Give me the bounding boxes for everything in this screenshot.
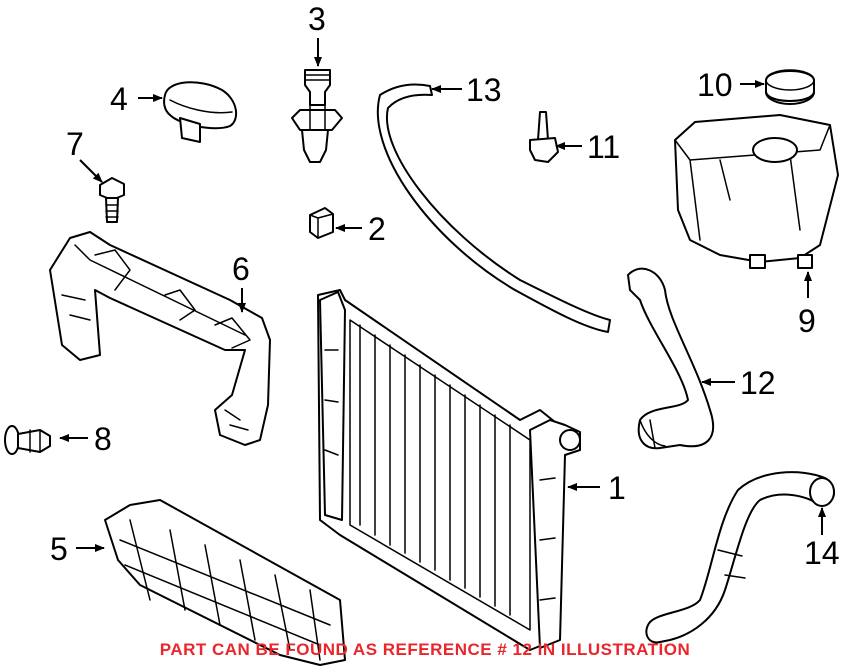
callout-13: 13 [466, 72, 502, 108]
callout-11: 11 [587, 129, 620, 165]
callout-9: 9 [798, 303, 816, 339]
callout-8: 8 [94, 421, 112, 457]
expansion-tank [674, 114, 839, 269]
radiator [317, 289, 581, 651]
small-clip [309, 207, 334, 239]
leader-lines [59, 38, 826, 552]
callout-7: 7 [66, 126, 84, 162]
overflow-hose [376, 83, 611, 333]
callout-6: 6 [232, 251, 250, 287]
callout-3: 3 [308, 1, 326, 37]
sensor-cover [163, 81, 238, 143]
bleed-screw [529, 111, 559, 163]
expansion-tank-cap [765, 69, 815, 105]
air-guide-lower [104, 499, 346, 666]
callout-2: 2 [368, 211, 386, 247]
callout-4: 4 [110, 81, 128, 117]
temperature-sensor [291, 69, 343, 163]
lower-radiator-hose [645, 471, 835, 644]
callout-1: 1 [608, 470, 626, 506]
mounting-bolt [99, 177, 125, 223]
footer-note: PART CAN BE FOUND AS REFERENCE # 12 IN I… [159, 640, 691, 659]
callout-numbers: 1 2 3 4 5 6 7 8 9 10 11 12 13 14 [50, 1, 840, 571]
callout-12: 12 [740, 365, 776, 401]
upper-radiator-hose [627, 267, 715, 450]
leader-7 [79, 159, 103, 183]
callout-5: 5 [50, 531, 68, 567]
callout-10: 10 [697, 67, 733, 103]
callout-14: 14 [804, 535, 840, 571]
push-clip [4, 425, 51, 455]
radiator-support-upper [49, 231, 271, 446]
